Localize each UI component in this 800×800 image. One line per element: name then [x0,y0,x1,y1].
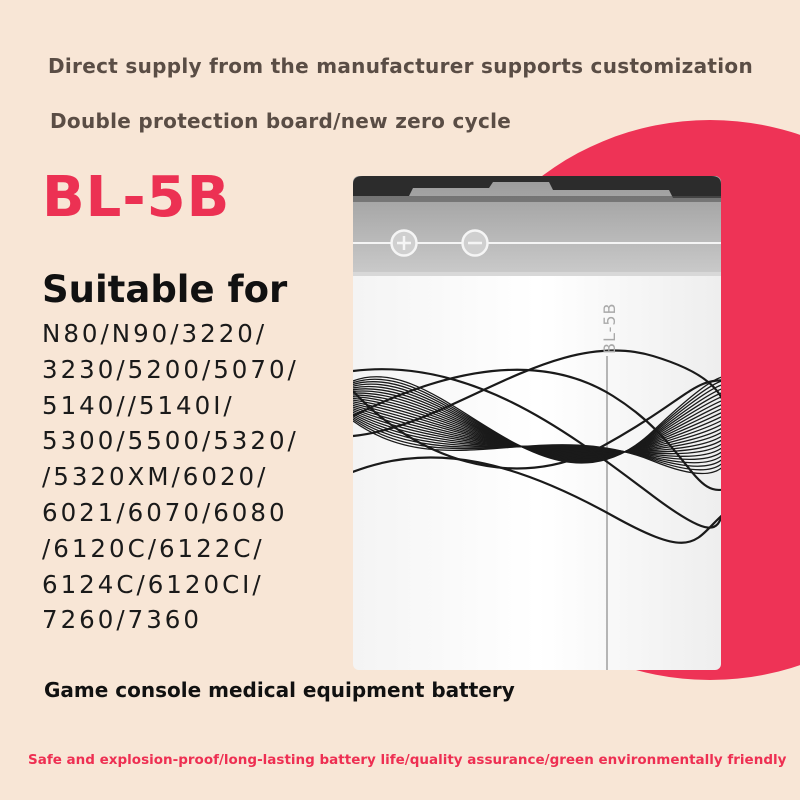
compatible-model-line: N80/N90/3220/ [42,319,268,348]
battery-label: BL-5B [600,302,619,354]
compatible-model-line: 6124C/6120CI/ [42,569,264,599]
wave-line [353,368,721,529]
headline-protection: Double protection board/new zero cycle [50,109,512,133]
compatible-model-line: 7260/7360 [42,605,202,635]
footer-features: Safe and explosion-proof/long-lasting ba… [28,752,787,768]
wave-line [353,349,721,438]
wave-line [353,368,721,492]
compatible-model-line: /5320XM/6020/ [42,462,269,492]
headline-manufacturer: Direct supply from the manufacturer supp… [48,54,753,78]
battery-illustration: BL-5B [353,176,721,670]
battery-top-band [353,176,721,272]
wave-line [353,379,721,470]
usage-note: Game console medical equipment battery [44,678,515,702]
minus-terminal-icon [461,229,489,257]
compatible-model-line: /6120C/6122C/ [42,533,265,563]
compatible-model-line: 5300/5500/5320/ [42,426,299,456]
compatible-model-line: 6021/6070/6080 [42,497,288,527]
model-title: BL-5B [42,165,231,230]
wave-line [353,456,721,544]
plus-terminal-icon [390,229,418,257]
compatible-model-line: 3230/5200/5070/ [42,354,299,384]
battery-top-edge [353,176,721,198]
wave-line [353,405,721,461]
wave-line [353,405,721,464]
compatible-model-line: 5140//5140I/ [42,390,235,420]
wave-lines [353,349,721,544]
suitable-heading: Suitable for [42,268,288,311]
compatible-models-list: N80/N90/3220/ 3230/5200/5070/ 5140//5140… [42,316,299,638]
